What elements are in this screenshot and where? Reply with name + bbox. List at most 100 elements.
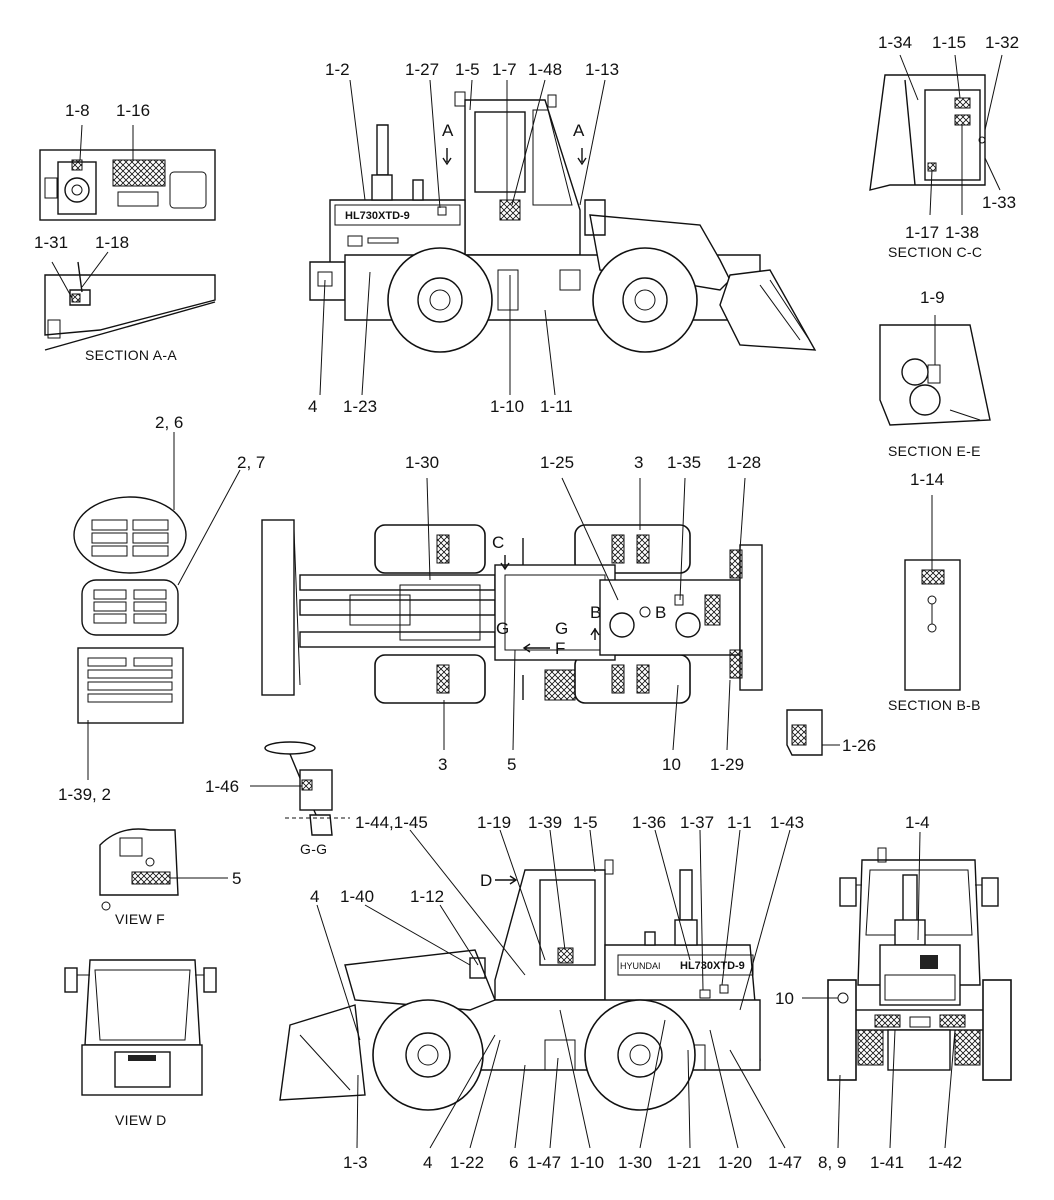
rear-view: 1-4 10 8, 9 1-41 1-42 <box>775 813 1012 1172</box>
callout-1-5-bottom: 1-5 <box>573 813 598 832</box>
plate-rounded <box>81 579 179 636</box>
callout-1-35: 1-35 <box>667 453 701 472</box>
callout-1-37: 1-37 <box>680 813 714 832</box>
section-b-b: 1-14 SECTION B-B <box>888 470 980 713</box>
decal-1-16 <box>112 159 166 187</box>
callout-1-16: 1-16 <box>116 101 150 120</box>
callout-1-28: 1-28 <box>727 453 761 472</box>
callout-3-bottom: 3 <box>438 755 447 774</box>
decal-1-8 <box>71 159 83 171</box>
callout-1-15: 1-15 <box>932 33 966 52</box>
cab <box>464 99 581 256</box>
callout-1-13: 1-13 <box>585 60 619 79</box>
callout-1-1: 1-1 <box>727 813 752 832</box>
marker-g-left: G <box>496 619 509 638</box>
decal-1-29 <box>729 649 743 679</box>
plate-oval <box>73 496 187 574</box>
callout-1-26: 1-26 <box>842 736 876 755</box>
marker-f: F <box>555 639 565 658</box>
callout-1-33: 1-33 <box>982 193 1016 212</box>
callout-1-31: 1-31 <box>34 233 68 252</box>
plan-tire-rr <box>574 654 691 704</box>
callout-1-27: 1-27 <box>405 60 439 79</box>
exhaust-bottom <box>679 869 693 921</box>
plan-cab <box>494 564 616 661</box>
callout-5-plan: 5 <box>507 755 516 774</box>
plates: 2, 6 2, 7 1-39, 2 <box>58 413 265 804</box>
callout-1-42: 1-42 <box>928 1153 962 1172</box>
callout-1-11: 1-11 <box>540 397 573 416</box>
decal-3-front-left <box>436 534 450 564</box>
callout-1-10-bottom: 1-10 <box>570 1153 604 1172</box>
callout-1-48: 1-48 <box>528 60 562 79</box>
plan-tire-rl <box>574 524 691 574</box>
rear-tire-bottom <box>584 999 696 1111</box>
callout-1-19: 1-19 <box>477 813 511 832</box>
callout-4-top: 4 <box>308 397 317 416</box>
decal-1-7 <box>499 199 521 221</box>
front-tire-bottom <box>372 999 484 1111</box>
brand-decal-bottom: HYUNDAI <box>620 961 661 971</box>
callout-1-21: 1-21 <box>667 1153 701 1172</box>
callout-1-8: 1-8 <box>65 101 90 120</box>
marker-b-upper: B <box>655 603 666 622</box>
callout-1-32: 1-32 <box>985 33 1019 52</box>
decal-3-rear-left <box>636 534 650 564</box>
plan-view: C B B G G F 1-30 1-25 3 1-35 1-28 3 5 10… <box>261 453 763 774</box>
callout-1-39-2: 1-39, 2 <box>58 785 111 804</box>
decal-1-14 <box>921 569 945 585</box>
callout-1-5-top: 1-5 <box>455 60 480 79</box>
detail-1-26: 1-26 <box>786 709 876 756</box>
callout-1-23: 1-23 <box>343 397 377 416</box>
decal-3-rear-right <box>636 664 650 694</box>
exhaust-stack <box>376 124 389 176</box>
callout-1-41: 1-41 <box>870 1153 904 1172</box>
rear-tire <box>387 247 493 353</box>
callout-1-47-right: 1-47 <box>768 1153 802 1172</box>
callout-1-12: 1-12 <box>410 887 444 906</box>
marker-b-lower: B <box>590 603 601 622</box>
section-e-e-title: SECTION E-E <box>888 443 981 459</box>
view-d: VIEW D <box>64 959 217 1128</box>
section-g-g: 1-46 G-G <box>205 741 350 857</box>
decal-1-28 <box>729 549 743 579</box>
callout-1-30-plan: 1-30 <box>405 453 439 472</box>
plate-rect <box>77 647 184 724</box>
callout-1-20: 1-20 <box>718 1153 752 1172</box>
callout-1-47-left: 1-47 <box>527 1153 561 1172</box>
section-c-c-title: SECTION C-C <box>888 244 982 260</box>
callout-1-30-bottom: 1-30 <box>618 1153 652 1172</box>
view-f-title: VIEW F <box>115 911 165 927</box>
cab-bottom <box>494 869 606 1001</box>
callout-10-rear: 10 <box>775 989 794 1008</box>
decal-3-front-right <box>436 664 450 694</box>
counterweight <box>309 261 346 301</box>
callout-1-4: 1-4 <box>905 813 930 832</box>
plan-bucket <box>261 519 295 696</box>
bucket <box>719 269 817 351</box>
callout-10-plan: 10 <box>662 755 681 774</box>
callout-1-43: 1-43 <box>770 813 804 832</box>
callout-3-top: 3 <box>634 453 643 472</box>
callout-2-7: 2, 7 <box>237 453 265 472</box>
marker-a-left: A <box>442 121 454 140</box>
section-a-a: 1-8 1-16 1-31 1-18 SECTION A-A <box>34 101 216 363</box>
callout-1-17: 1-17 <box>905 223 939 242</box>
plan-counterweight <box>739 544 763 691</box>
callout-4-bottom-upper: 4 <box>310 887 319 906</box>
callout-1-3: 1-3 <box>343 1153 368 1172</box>
callout-4-bottom-lower: 4 <box>423 1153 432 1172</box>
side-view-top: HL730XTD-9 A A <box>308 60 817 416</box>
marker-g-right: G <box>555 619 568 638</box>
section-e-e: 1-9 SECTION E-E <box>879 288 991 459</box>
decal-1-39-cab <box>557 947 574 964</box>
callout-6: 6 <box>509 1153 518 1172</box>
callout-1-22: 1-22 <box>450 1153 484 1172</box>
callout-1-29: 1-29 <box>710 755 744 774</box>
callout-1-44-1-45: 1-44,1-45 <box>355 813 428 832</box>
callout-2-6: 2, 6 <box>155 413 183 432</box>
decal-1-15 <box>954 97 971 109</box>
decal-1-17 <box>927 162 937 172</box>
model-decal-top: HL730XTD-9 <box>345 210 410 222</box>
callout-1-40: 1-40 <box>340 887 374 906</box>
